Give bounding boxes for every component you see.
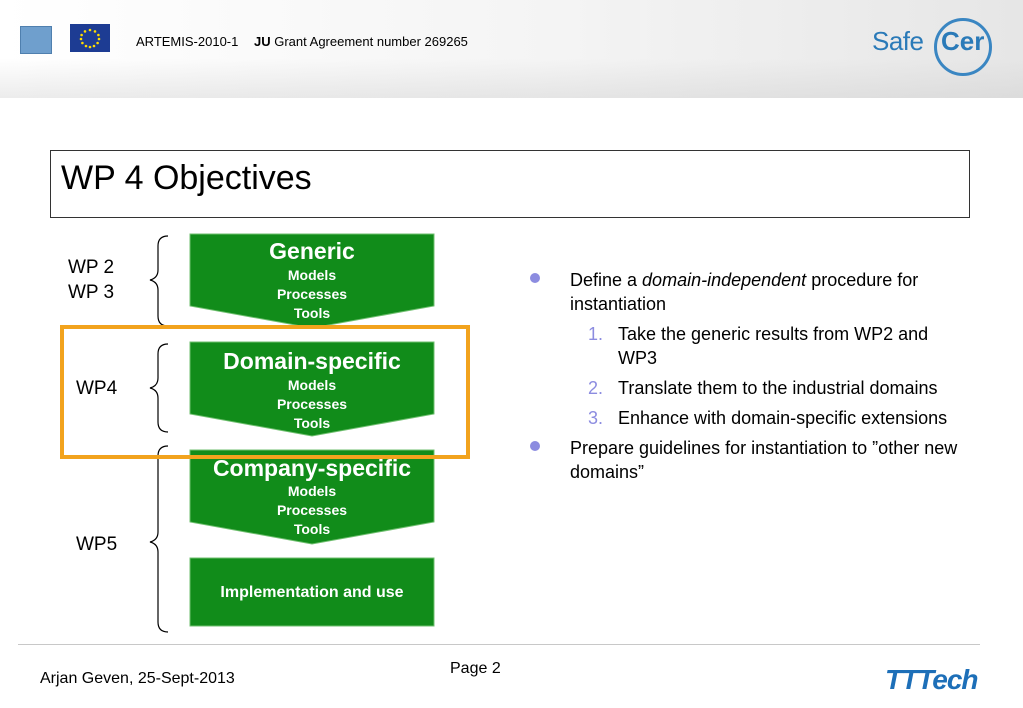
box-generic-items: Models Processes Tools [190, 266, 434, 323]
box-company-title: Company-specific [212, 455, 412, 481]
box-domain-title: Domain-specific [223, 348, 401, 374]
bullet-item: Define a domain-independent procedure fo… [526, 268, 966, 316]
artemis-logo-icon [20, 26, 52, 54]
sub-item: 3. Enhance with domain-specific extensio… [526, 406, 966, 430]
sub-item-number: 2. [588, 378, 604, 398]
box-domain-item: Tools [293, 415, 331, 431]
box-company-items: Models Processes Tools [190, 482, 434, 539]
box-company-specific [189, 449, 435, 545]
grant-info: ARTEMIS-2010-1 JU Grant Agreement number… [136, 34, 468, 49]
brace-wp5 [149, 445, 169, 633]
sub-item-text: Translate them to the industrial domains [618, 378, 938, 398]
bullet-dot-icon [530, 441, 540, 451]
brace-wp4 [149, 343, 169, 433]
wp-label-wp5: WP5 [76, 534, 118, 555]
box-implementation [189, 557, 435, 627]
sub-item: 2. Translate them to the industrial doma… [526, 376, 966, 400]
safecer-ring-icon [934, 18, 992, 76]
sub-item: 1. Take the generic results from WP2 and… [526, 322, 966, 370]
safecer-logo: Safe Cer [868, 18, 1008, 76]
wp4-highlight-frame [60, 325, 470, 459]
bullet-text-post: procedure for instantiation [570, 270, 919, 314]
box-company-item: Models [287, 483, 337, 499]
box-generic-title: Generic [269, 238, 355, 264]
wp-label-wp3: WP 3 [68, 282, 115, 303]
box-generic-item: Models [287, 267, 337, 283]
wp-label-wp4: WP4 [76, 378, 118, 399]
wp-label-wp2: WP 2 [68, 257, 115, 278]
bullet-text-pre: Define a [570, 270, 643, 290]
bullet-item: Prepare guidelines for instantiation to … [526, 436, 966, 484]
page-number: Page 2 [450, 660, 501, 677]
grant-number: Grant Agreement number 269265 [274, 34, 468, 49]
program-id: ARTEMIS-2010-1 [136, 34, 239, 49]
objectives-list: Define a domain-independent procedure fo… [526, 268, 966, 490]
box-generic-item: Tools [293, 305, 331, 321]
box-generic [189, 233, 435, 329]
safecer-logo-text-b: Cer [941, 26, 985, 56]
safecer-logo-text-a: Safe [872, 26, 924, 56]
bullet-text-emphasis: domain-independent [642, 270, 807, 290]
box-domain-item: Processes [276, 396, 348, 412]
title-box: WP 4 Objectives [50, 150, 970, 218]
sub-item-text: Enhance with domain-specific extensions [618, 408, 948, 428]
box-domain-item: Models [287, 377, 337, 393]
box-company-item: Processes [276, 502, 348, 518]
sub-item-number: 3. [588, 408, 604, 428]
header-band [0, 0, 1023, 98]
box-generic-item: Processes [276, 286, 348, 302]
box-domain-items: Models Processes Tools [190, 376, 434, 433]
sub-item-text: Take the generic results from WP2 and WP… [618, 324, 929, 368]
box-company-item: Tools [293, 521, 331, 537]
ju-label: JU [253, 34, 271, 49]
header-shade [0, 0, 1023, 98]
box-implementation-title: Implementation and use [220, 584, 404, 601]
bullet-text: Prepare guidelines for instantiation to … [570, 438, 958, 482]
sub-item-number: 1. [588, 324, 604, 344]
eu-flag-icon [70, 24, 110, 52]
footer-divider [18, 644, 980, 645]
footer-author-date: Arjan Geven, 25-Sept-2013 [40, 670, 235, 687]
brace-wp2-wp3 [149, 235, 169, 327]
box-domain-specific [189, 341, 435, 437]
bullet-dot-icon [530, 273, 540, 283]
slide-title: WP 4 Objectives [61, 159, 312, 197]
tttech-logo: TTTech [885, 664, 979, 695]
